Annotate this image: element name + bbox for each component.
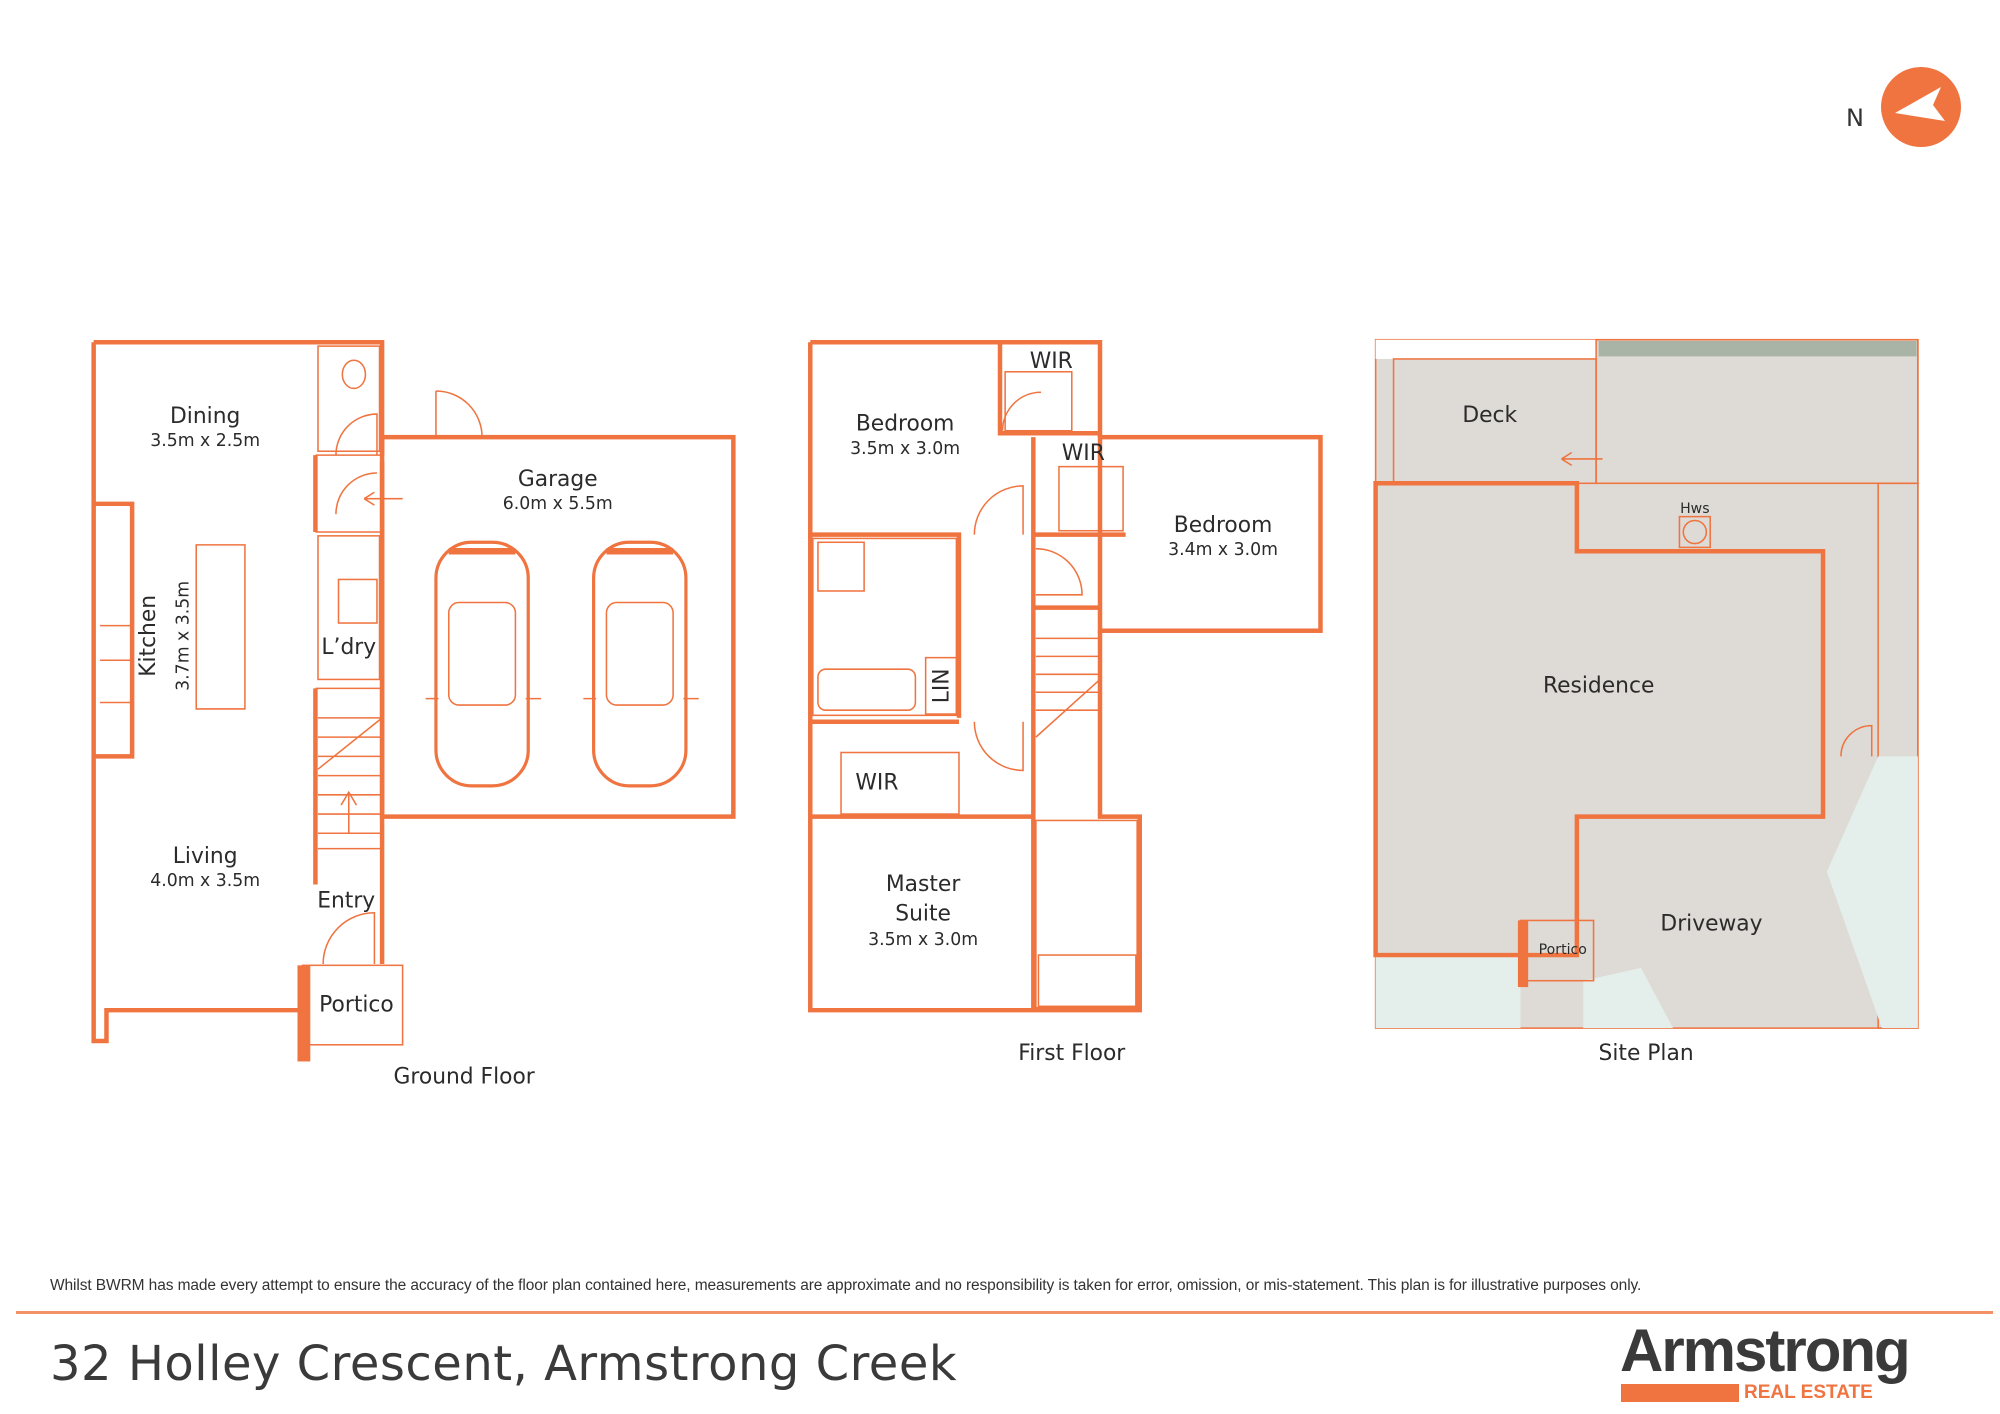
portico-pillar: [297, 965, 311, 1062]
room-label-garage: Garage: [518, 467, 598, 492]
car-icon: [425, 540, 542, 788]
north-arrow-icon: [1881, 67, 1961, 147]
property-address: 32 Holley Crescent, Armstrong Creek: [50, 1336, 958, 1392]
site-boundary: [1374, 338, 1919, 1029]
room-label-dining: Dining: [170, 404, 240, 429]
logo-subtitle: REAL ESTATE: [1744, 1382, 1873, 1403]
room-size-living: 4.0m x 3.5m: [150, 871, 260, 891]
residence-footprint: [1373, 481, 1826, 958]
site-label-driveway: Driveway: [1660, 912, 1762, 937]
room-size-dining: 3.5m x 2.5m: [150, 431, 260, 451]
washing-machine-icon: [337, 578, 378, 624]
front-garden: [1826, 756, 1918, 1029]
room-size-garage: 6.0m x 5.5m: [503, 494, 613, 514]
stair-arrow-icon: [340, 790, 358, 834]
site-margin: [1375, 339, 1597, 359]
site-label-hws: Hws: [1680, 501, 1709, 517]
ground-floor-plan: Dining 3.5m x 2.5m Kitchen 3.7m x 3.5m L…: [91, 340, 736, 1089]
door-swing: [973, 485, 1024, 535]
room-label-bedroom: Bedroom: [1174, 513, 1273, 538]
toilet-icon: [341, 359, 367, 390]
laundry-tiles: [317, 535, 381, 681]
hws-unit: [1678, 515, 1711, 549]
logo-bar: [1621, 1384, 1739, 1402]
staircase: [1035, 637, 1101, 738]
car-icon: [583, 540, 699, 788]
powder-room-tiles: [317, 345, 381, 453]
front-garden: [1583, 967, 1674, 1029]
room-label-master: Suite: [895, 901, 951, 926]
ground-floor-walls: [91, 340, 385, 1044]
site-label-residence: Residence: [1543, 673, 1654, 698]
site-plan-caption: Site Plan: [1599, 1041, 1694, 1066]
disclaimer-text: Whilst BWRM has made every attempt to en…: [50, 1277, 1642, 1294]
room-label-laundry: L’dry: [321, 635, 376, 660]
room-label-wir: WIR: [855, 771, 898, 796]
front-garden: [1375, 955, 1521, 1029]
kitchen-bench-wall: [93, 501, 135, 759]
first-floor-walls: [808, 340, 1142, 1013]
room-size-master: 3.5m x 3.0m: [868, 930, 978, 950]
wir-robe: [1004, 370, 1073, 432]
room-label-wir: WIR: [1062, 441, 1105, 466]
ground-floor-caption: Ground Floor: [394, 1064, 535, 1089]
entry-door-swing: [322, 911, 376, 965]
room-size-bedroom: 3.4m x 3.0m: [1168, 540, 1278, 560]
bathroom-tiles: [812, 537, 958, 717]
logo-wordmark: Armstrong: [1620, 1317, 1911, 1384]
room-label-living: Living: [173, 844, 238, 869]
armstrong-logo: Armstrong REAL ESTATE: [1620, 1317, 1932, 1406]
door-swing: [335, 413, 378, 456]
ensuite-tiles: [1035, 819, 1138, 1009]
wir-robe: [840, 751, 960, 815]
hws-tank-icon: [1682, 519, 1708, 545]
room-label-wir: WIR: [1030, 349, 1073, 374]
arrow-icon: [1561, 451, 1603, 467]
staircase: [317, 717, 383, 850]
first-floor-plan: WIR WIR WIR LIN Bedroom 3.5m x 3.0m Bedr…: [808, 340, 1323, 1066]
room-label-master: Master: [886, 872, 960, 897]
site-label-portico: Portico: [1539, 942, 1587, 958]
footer-divider: [16, 1311, 1993, 1314]
door-swing: [973, 721, 1024, 772]
door-swing: [335, 472, 403, 515]
door-swing: [435, 390, 483, 438]
bathtub-icon: [817, 668, 917, 711]
wir-robe: [1058, 465, 1124, 532]
shower-icon: [817, 541, 865, 592]
first-floor-caption: First Floor: [1018, 1041, 1125, 1066]
site-label-deck: Deck: [1462, 403, 1517, 428]
hedge-row: [1598, 341, 1917, 357]
room-label-portico: Portico: [319, 992, 394, 1017]
room-label-kitchen: Kitchen: [136, 595, 161, 677]
room-label-entry: Entry: [317, 889, 375, 914]
portico-pillar: [1517, 920, 1529, 988]
site-plan: Deck Residence Hws Driveway Portico Site…: [1373, 338, 1919, 1066]
interior-lines: [100, 454, 383, 710]
room-size-kitchen: 3.7m x 3.5m: [174, 581, 194, 691]
compass-north-label: N: [1846, 104, 1864, 132]
room-label-linen: LIN: [930, 668, 955, 703]
room-label-bedroom: Bedroom: [856, 412, 955, 437]
door-swing: [1840, 724, 1873, 757]
door-swing: [1035, 547, 1083, 596]
room-size-bedroom: 3.5m x 3.0m: [850, 439, 960, 459]
ensuite-shower-icon: [1037, 954, 1137, 1008]
door-swing: [1001, 391, 1042, 431]
